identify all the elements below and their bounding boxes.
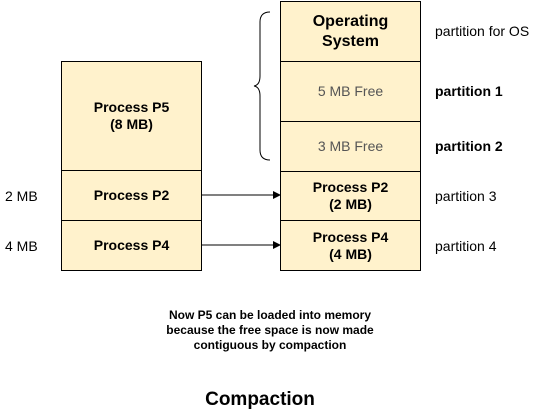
process-p5-size: (8 MB) bbox=[110, 116, 153, 132]
process-p2-box-left: Process P2 bbox=[61, 170, 202, 221]
arrow-p2-head bbox=[273, 191, 281, 199]
os-label-line2: System bbox=[322, 32, 379, 50]
process-p4-box-left: Process P4 bbox=[61, 220, 202, 271]
process-p4-size-right: (4 MB) bbox=[329, 245, 372, 262]
process-p5-box: Process P5 (8 MB) bbox=[61, 61, 202, 171]
free-5mb-box: 5 MB Free bbox=[280, 61, 421, 122]
curly-brace bbox=[253, 11, 271, 161]
arrow-p4-head bbox=[273, 241, 281, 249]
process-p2-box-right: Process P2 (2 MB) bbox=[280, 171, 421, 221]
partition-4-label: partition 4 bbox=[435, 238, 497, 254]
partition-os-label: partition for OS bbox=[435, 23, 530, 39]
process-p4-box-right: Process P4 (4 MB) bbox=[280, 220, 421, 271]
partition-1-label: partition 1 bbox=[435, 83, 503, 99]
free-3mb-box: 3 MB Free bbox=[280, 121, 421, 172]
process-p2-size-right: (2 MB) bbox=[329, 196, 372, 212]
p2-size-label: 2 MB bbox=[5, 188, 38, 204]
process-p2-name-right: Process P2 bbox=[312, 179, 389, 195]
os-label-line1: Operating bbox=[312, 12, 389, 30]
process-p4-label-left: Process P4 bbox=[93, 237, 170, 253]
operating-system-box: Operating System bbox=[280, 1, 421, 62]
process-p4-name-right: Process P4 bbox=[312, 228, 389, 245]
partition-3-label: partition 3 bbox=[435, 188, 497, 204]
free-5mb-label: 5 MB Free bbox=[317, 83, 384, 99]
free-3mb-label: 3 MB Free bbox=[317, 138, 384, 154]
p4-size-label: 4 MB bbox=[5, 238, 38, 254]
partition-2-label: partition 2 bbox=[435, 138, 503, 154]
process-p5-name: Process P5 bbox=[93, 99, 170, 115]
diagram-caption: Compaction bbox=[205, 389, 315, 410]
process-p2-label-left: Process P2 bbox=[93, 187, 170, 203]
compaction-note: Now P5 can be loaded into memory because… bbox=[166, 308, 374, 352]
